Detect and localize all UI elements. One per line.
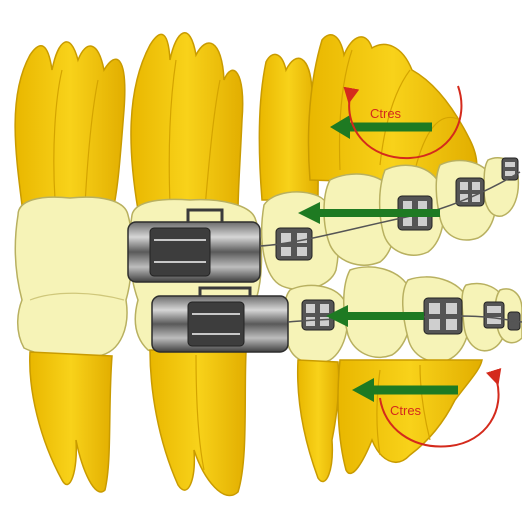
molar-center-upper-roots [131,33,243,212]
molar-left-upper-roots [15,42,125,215]
molar-left-lower-roots [30,352,112,492]
center-of-resistance-label-lower: Ctres [390,403,422,418]
molar-band-lower [152,288,288,352]
bracket-anterior-upper-3 [502,158,518,180]
premolar-lower-roots [298,360,339,482]
molar-left [15,42,132,492]
molar-left-crown [15,197,132,357]
bracket-anterior-lower-2 [484,302,504,328]
center-of-resistance-label-upper: Ctres [370,106,402,121]
